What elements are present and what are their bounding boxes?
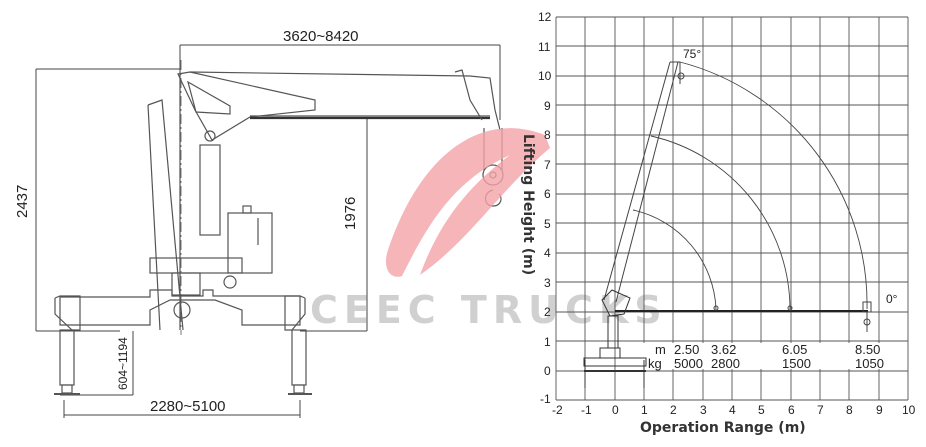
x-tick: 9 (876, 403, 883, 417)
load-capacity-value: 1050 (855, 356, 884, 371)
load-radius-value: 8.50 (855, 342, 881, 357)
y-tick: 5 (544, 217, 551, 231)
load-radius-value: 2.50 (674, 342, 700, 357)
x-tick: 5 (758, 403, 765, 417)
x-tick: 3 (700, 403, 707, 417)
y-axis-title: Lifting Height (m) (520, 134, 536, 276)
watermark (360, 100, 560, 300)
boom-reach-dimension: 3620~8420 (283, 28, 359, 45)
load-capacity-value: 2800 (711, 356, 740, 371)
x-tick: -1 (581, 403, 592, 417)
y-tick: 12 (538, 10, 552, 24)
y-tick: 9 (544, 99, 551, 113)
y-tick: 6 (544, 187, 551, 201)
x-tick: 6 (788, 403, 795, 417)
load-radius-value: 3.62 (711, 342, 737, 357)
load-chart-plot: 75° 0° (555, 16, 909, 401)
y-tick: 4 (544, 246, 551, 260)
outrigger-leg-stroke-dimension: 604~1194 (116, 337, 130, 390)
x-tick: 4 (729, 403, 736, 417)
load-chart: 75° 0° 12 11 10 9 8 7 6 5 4 3 2 1 0 -1 -… (520, 0, 926, 447)
y-tick: 7 (544, 158, 551, 172)
x-tick: 2 (670, 403, 677, 417)
load-capacity-value: 1500 (782, 356, 811, 371)
x-tick: -2 (552, 403, 563, 417)
crane-line-art (35, 44, 504, 418)
y-tick: 11 (538, 40, 551, 54)
angle-min-label: 0° (886, 292, 898, 306)
ceec-logo-icon (385, 128, 550, 277)
x-tick: 8 (846, 403, 853, 417)
overall-height-dimension: 2437 (14, 184, 31, 218)
load-table-row-label-m: m (655, 342, 666, 357)
y-tick: 8 (544, 128, 551, 142)
y-tick: 0 (544, 364, 551, 378)
x-tick: 7 (817, 403, 824, 417)
x-tick: 1 (641, 403, 648, 417)
load-capacity-value: 5000 (674, 356, 703, 371)
load-radius-value: 6.05 (782, 342, 808, 357)
y-tick: -1 (540, 392, 551, 406)
x-tick: 10 (902, 403, 916, 417)
x-tick: 0 (612, 403, 619, 417)
watermark-text: CEEC TRUCKS (310, 288, 668, 332)
outrigger-span-dimension: 2280~5100 (150, 398, 226, 415)
y-tick: 1 (544, 335, 551, 349)
y-tick: 10 (538, 69, 552, 83)
crane-elevation-drawing: 3620~8420 2437 1976 604~1194 2280~5100 (14, 28, 504, 418)
y-tick: 2 (544, 305, 551, 319)
y-tick: 3 (544, 276, 551, 290)
angle-max-label: 75° (683, 47, 701, 61)
x-axis-title: Operation Range (m) (640, 420, 806, 436)
hook-height-dimension: 1976 (342, 196, 359, 230)
load-table-row-label-kg: kg (648, 356, 662, 371)
